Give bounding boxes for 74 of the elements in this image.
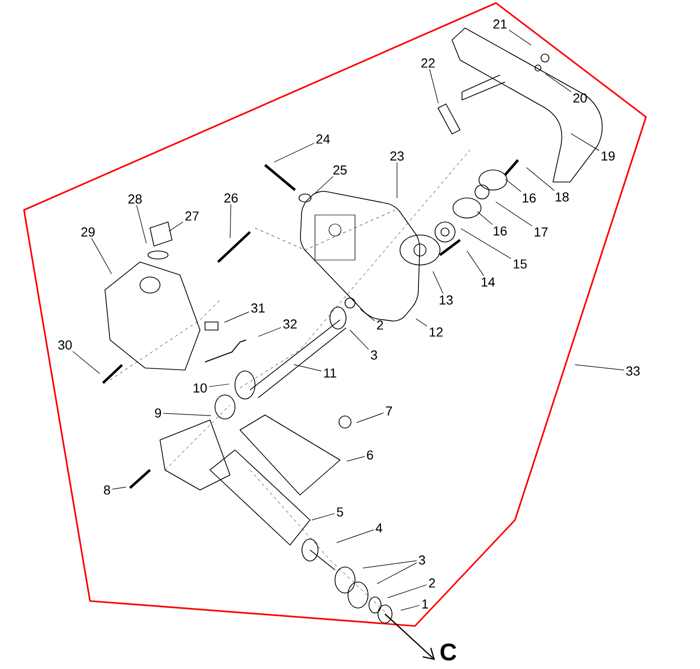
leader-line <box>346 456 365 462</box>
callout-number: 31 <box>251 303 265 313</box>
callout-number: 22 <box>421 58 435 68</box>
leader-line <box>429 68 439 104</box>
view-letter: C <box>440 643 456 661</box>
callout-number: 29 <box>81 227 95 237</box>
callout-number: 4 <box>376 524 382 532</box>
leader-line <box>294 364 322 372</box>
leader-line <box>72 351 100 374</box>
callout-number: 7 <box>386 406 392 416</box>
callout-number: 2 <box>429 578 435 588</box>
callout-number: 21 <box>493 19 507 29</box>
leader-line <box>224 312 250 323</box>
leader-line <box>574 364 624 370</box>
callout-number: 32 <box>283 319 297 329</box>
leader-line <box>362 560 417 568</box>
callout-number: 25 <box>333 165 347 175</box>
leader-line <box>208 384 230 388</box>
callout-number: 1 <box>422 600 428 608</box>
leader-line <box>526 167 555 191</box>
leader-line <box>168 222 184 232</box>
callout-number: 6 <box>367 450 374 460</box>
callout-number: 27 <box>185 211 199 221</box>
leader-line <box>460 228 512 259</box>
callout-number: 28 <box>128 194 142 204</box>
callout-number: 3 <box>370 350 378 360</box>
leader-line <box>230 204 232 238</box>
leader-line <box>466 250 484 276</box>
leader-line <box>387 584 427 598</box>
leader-line <box>356 412 384 423</box>
callout-number: 2 <box>377 320 383 330</box>
leader-line <box>400 605 420 611</box>
callout-number: 24 <box>316 134 330 144</box>
leader-line <box>570 133 600 151</box>
callout-number: 13 <box>440 295 453 305</box>
leader-line <box>505 179 522 192</box>
leader-line <box>136 205 147 244</box>
leader-line <box>311 513 335 520</box>
callout-number: 18 <box>556 192 569 202</box>
callout-number: 12 <box>430 327 443 337</box>
leader-line <box>477 211 493 225</box>
leader-line <box>416 318 428 326</box>
callout-number: 10 <box>194 383 207 393</box>
callout-number: 30 <box>58 340 72 350</box>
leader-line <box>508 30 532 46</box>
leader-line <box>258 327 282 337</box>
callout-number: 16 <box>494 226 507 236</box>
callout-number: 11 <box>324 368 336 378</box>
leader-line <box>432 271 444 294</box>
callout-number: 20 <box>573 93 587 103</box>
callout-number: 16 <box>522 193 536 203</box>
leader-line <box>496 202 532 226</box>
callout-number: 14 <box>482 278 495 286</box>
callout-number: 8 <box>104 485 110 495</box>
callout-number: 23 <box>390 151 404 161</box>
leader-line <box>314 176 334 194</box>
callout-number: 19 <box>602 151 615 161</box>
leader-line <box>91 238 112 274</box>
leader-line <box>336 530 374 543</box>
leader-line <box>112 486 126 490</box>
leader-line <box>274 142 314 162</box>
callout-number: 5 <box>336 507 344 517</box>
callout-number: 15 <box>514 259 527 269</box>
callout-number: 26 <box>224 193 238 203</box>
leader-line <box>163 412 212 416</box>
leader-line <box>396 162 398 198</box>
leader-line <box>545 74 572 92</box>
callout-number: 3 <box>418 555 426 565</box>
leader-line <box>360 309 375 322</box>
leader-line <box>376 562 417 584</box>
callout-number: 17 <box>534 228 548 236</box>
leader-line <box>350 330 369 350</box>
callout-number: 9 <box>155 408 162 418</box>
callout-number: 33 <box>626 366 640 376</box>
